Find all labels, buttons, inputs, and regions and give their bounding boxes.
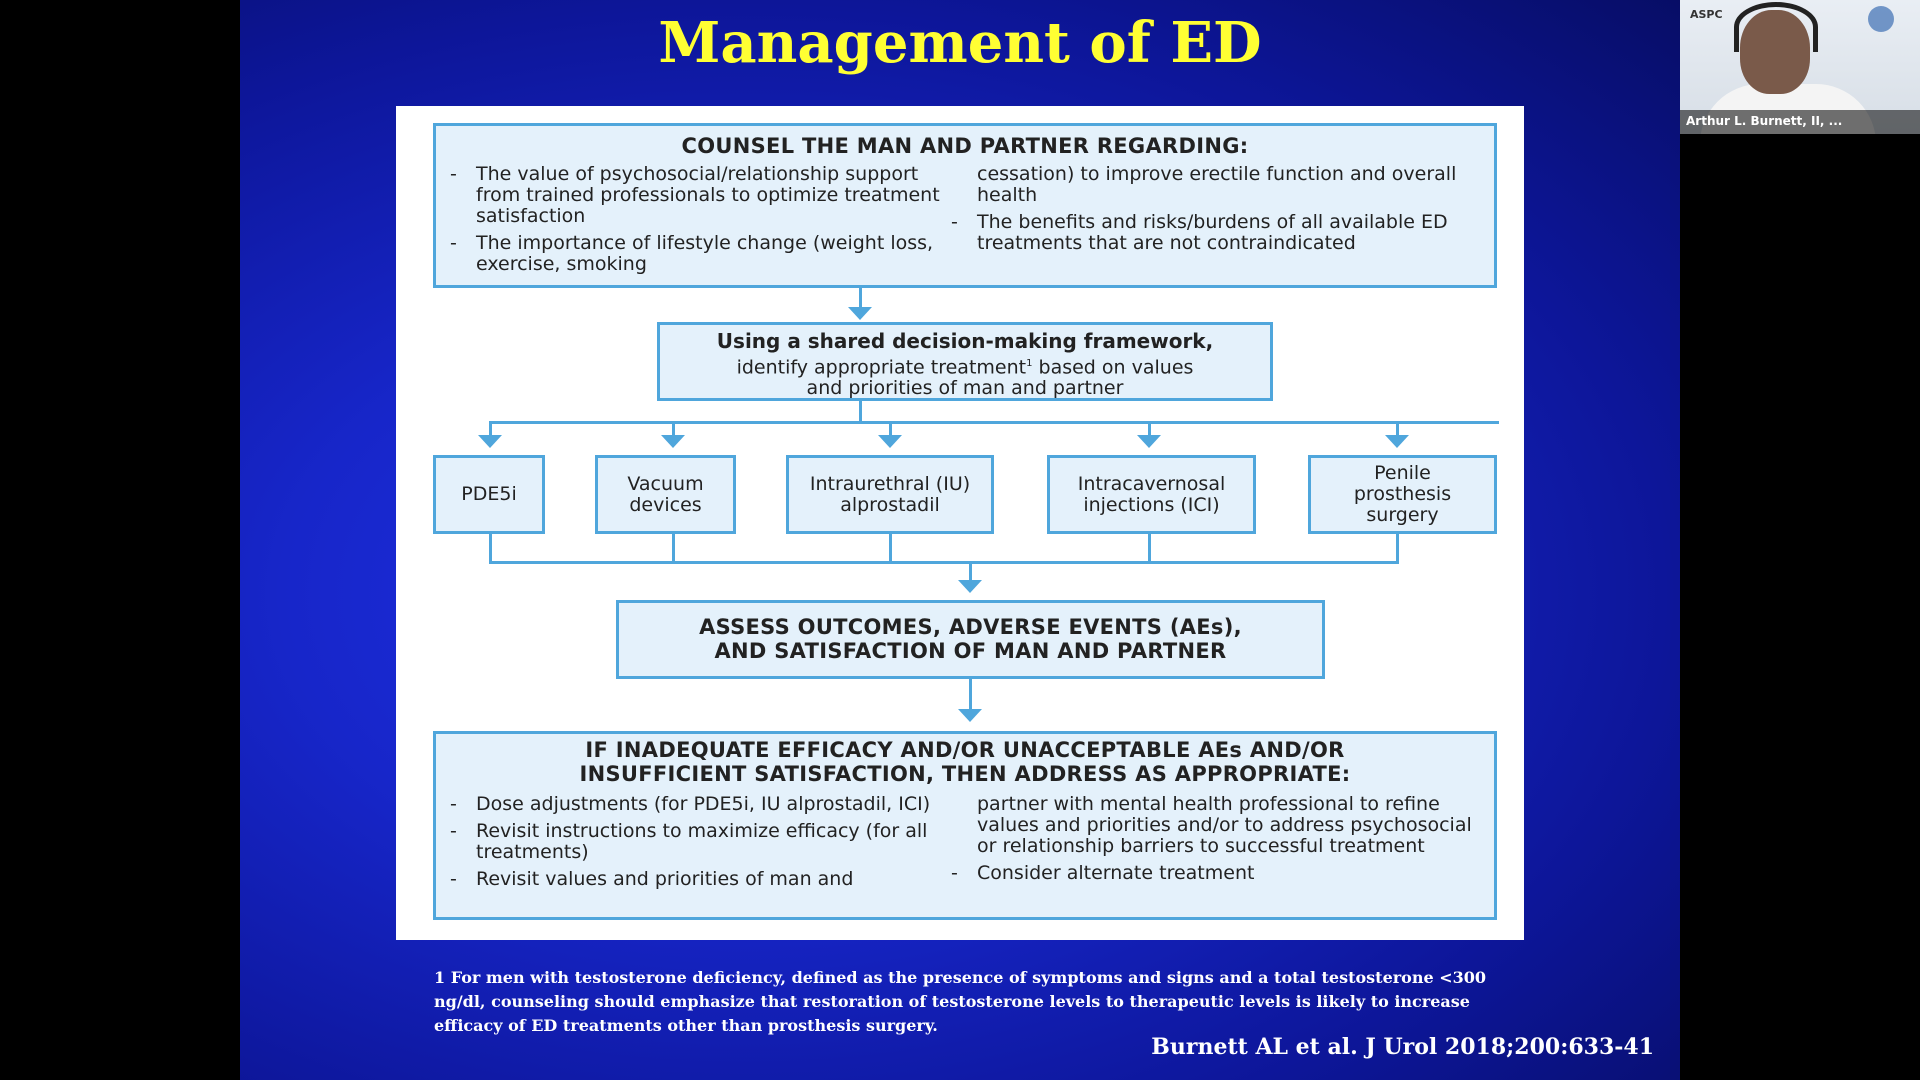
connector-arrow (661, 435, 685, 448)
shared-decision-line1: Using a shared decision-making framework… (716, 329, 1214, 353)
footnote-marker: 1 (1026, 358, 1033, 369)
inadequate-heading-line1: IF INADEQUATE EFFICACY AND/OR UNACCEPTAB… (585, 738, 1345, 762)
connector-arrow (958, 709, 982, 722)
counsel-heading: COUNSEL THE MAN AND PARTNER REGARDING: (681, 134, 1249, 158)
society-logo-icon (1868, 6, 1894, 32)
connector-line (969, 564, 972, 580)
counsel-bullet: The importance of lifestyle change (weig… (436, 233, 956, 275)
treatment-box-intraurethral-alprostadil: Intraurethral (IU) alprostadil (786, 455, 994, 534)
connector-line (969, 679, 972, 709)
connector-line (859, 401, 862, 421)
participant-name-bar (1680, 110, 1920, 134)
inadequate-right-column: partner with mental health professional … (951, 793, 1477, 890)
shared-decision-box: Using a shared decision-making framework… (657, 322, 1273, 401)
slide-citation: Burnett AL et al. J Urol 2018;200:633-41 (1151, 1034, 1654, 1060)
assess-outcomes-box: ASSESS OUTCOMES, ADVERSE EVENTS (AEs), A… (616, 600, 1325, 679)
treatment-box-penile-prosthesis: Penile prosthesis surgery (1308, 455, 1497, 534)
shared-decision-line3: and priorities of man and partner (806, 377, 1124, 400)
participant-video-tile[interactable]: ASPC Arthur L. Burnett, II, ... (1680, 0, 1920, 134)
counsel-bullet: The value of psychosocial/relationship s… (436, 164, 956, 227)
connector-line (1396, 421, 1399, 435)
inadequate-left-column: Dose adjustments (for PDE5i, IU alprosta… (436, 794, 956, 896)
inadequate-efficacy-box: IF INADEQUATE EFFICACY AND/OR UNACCEPTAB… (433, 731, 1497, 920)
connector-line (1396, 534, 1399, 564)
connector-arrow (958, 580, 982, 593)
inadequate-heading-line2: INSUFFICIENT SATISFACTION, THEN ADDRESS … (579, 762, 1351, 786)
connector-arrow (1385, 435, 1409, 448)
counsel-continuation: cessation) to improve erectile function … (977, 163, 1457, 206)
connector-line (889, 421, 892, 435)
inadequate-continuation: partner with mental health professional … (977, 793, 1472, 857)
counsel-right-column: cessation) to improve erectile function … (951, 163, 1477, 260)
connector-line (489, 421, 492, 435)
inadequate-bullet: Revisit instructions to maximize efficac… (436, 821, 956, 863)
treatment-box-intracavernosal-injections: Intracavernosal injections (ICI) (1047, 455, 1256, 534)
connector-line (489, 534, 492, 564)
inadequate-bullet: Revisit values and priorities of man and (436, 869, 956, 891)
shared-decision-line2: identify appropriate treatment1 based on… (660, 353, 1270, 378)
counsel-box: COUNSEL THE MAN AND PARTNER REGARDING: T… (433, 123, 1497, 288)
counsel-bullet: The benefits and risks/burdens of all av… (937, 212, 1477, 254)
treatment-box-vacuum-devices: Vacuum devices (595, 455, 736, 534)
connector-arrow (848, 307, 872, 320)
assess-line2: AND SATISFACTION OF MAN AND PARTNER (714, 639, 1227, 663)
shared-decision-line2-end: based on values (1032, 356, 1194, 379)
connector-arrow (478, 435, 502, 448)
inadequate-bullet: Consider alternate treatment (937, 863, 1477, 885)
connector-line (489, 561, 1399, 564)
inadequate-bullet: Dose adjustments (for PDE5i, IU alprosta… (436, 794, 956, 816)
connector-line (1148, 421, 1151, 435)
connector-line (489, 421, 1499, 424)
counsel-left-column: The value of psychosocial/relationship s… (436, 164, 956, 281)
treatment-box-pde5i: PDE5i (433, 455, 545, 534)
connector-arrow (878, 435, 902, 448)
conference-logo: ASPC (1690, 8, 1723, 21)
presentation-slide: Management of ED COUNSEL THE MAN AND PAR… (240, 0, 1680, 1080)
connector-arrow (1137, 435, 1161, 448)
shared-decision-line2-text: identify appropriate treatment (736, 356, 1027, 379)
slide-footnote: 1 For men with testosterone deficiency, … (434, 968, 1487, 1035)
connector-line (859, 288, 862, 308)
connector-line (889, 534, 892, 564)
connector-line (672, 421, 675, 435)
assess-line1: ASSESS OUTCOMES, ADVERSE EVENTS (AEs), (699, 615, 1242, 639)
headset-icon (1734, 2, 1818, 52)
connector-line (672, 534, 675, 564)
participant-name: Arthur L. Burnett, II, ... (1686, 114, 1843, 128)
flowchart-figure: COUNSEL THE MAN AND PARTNER REGARDING: T… (396, 106, 1524, 940)
connector-line (1148, 534, 1151, 564)
slide-title: Management of ED (658, 10, 1262, 76)
